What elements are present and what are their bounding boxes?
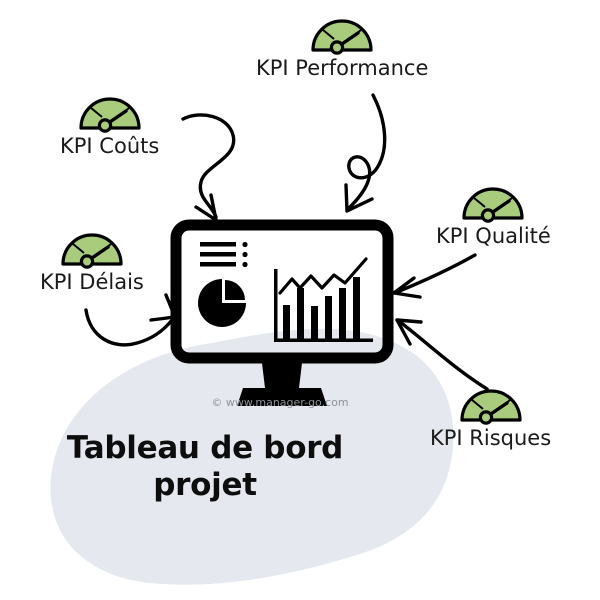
kpi-node-delais[interactable]: KPI Délais: [40, 226, 144, 294]
page-title-line-2: projet: [153, 466, 257, 503]
arrow-kpi-risques: [398, 320, 489, 391]
gauge-icon: [462, 187, 525, 223]
monitor-bezel: [170, 219, 394, 364]
kpi-node-performance[interactable]: KPI Performance: [256, 12, 428, 80]
arrow-kpi-couts: [181, 113, 236, 219]
arrow-kpi-performance: [347, 93, 387, 209]
kpi-label-performance: KPI Performance: [256, 56, 429, 80]
kpi-label-risques: KPI Risques: [430, 426, 552, 450]
screen-list-lines: [200, 241, 248, 268]
gauge-icon: [459, 389, 522, 425]
background-blob-shape: [50, 328, 454, 585]
kpi-node-risques[interactable]: KPI Risques: [430, 382, 551, 450]
page-title: Tableau de bord projet: [40, 430, 370, 503]
kpi-label-qualite: KPI Qualité: [436, 224, 551, 248]
credit-text: © www.manager-go.com: [211, 396, 349, 409]
kpi-node-qualite[interactable]: KPI Qualité: [436, 180, 551, 248]
kpi-node-couts[interactable]: KPI Coûts: [60, 90, 159, 158]
monitor-base: [237, 388, 327, 406]
screen-trend-line: [278, 257, 368, 295]
gauge-icon: [311, 19, 373, 55]
arrow-kpi-qualite-head: [392, 276, 422, 299]
monitor-neck: [262, 363, 302, 388]
arrow-kpi-delais: [84, 308, 174, 347]
arrow-kpi-performance-head: [344, 183, 374, 213]
gauge-icon: [79, 97, 141, 133]
screen-bar-chart: [274, 269, 373, 342]
screen-pie-chart: [198, 279, 246, 327]
kpi-label-delais: KPI Délais: [40, 270, 144, 294]
page-title-line-1: Tableau de bord: [66, 430, 344, 466]
kpi-label-couts: KPI Coûts: [60, 134, 160, 158]
arrow-kpi-qualite: [395, 253, 477, 294]
arrow-kpi-couts-head: [194, 193, 218, 222]
gauge-icon: [61, 233, 123, 269]
arrow-kpi-risques-head: [395, 318, 423, 346]
